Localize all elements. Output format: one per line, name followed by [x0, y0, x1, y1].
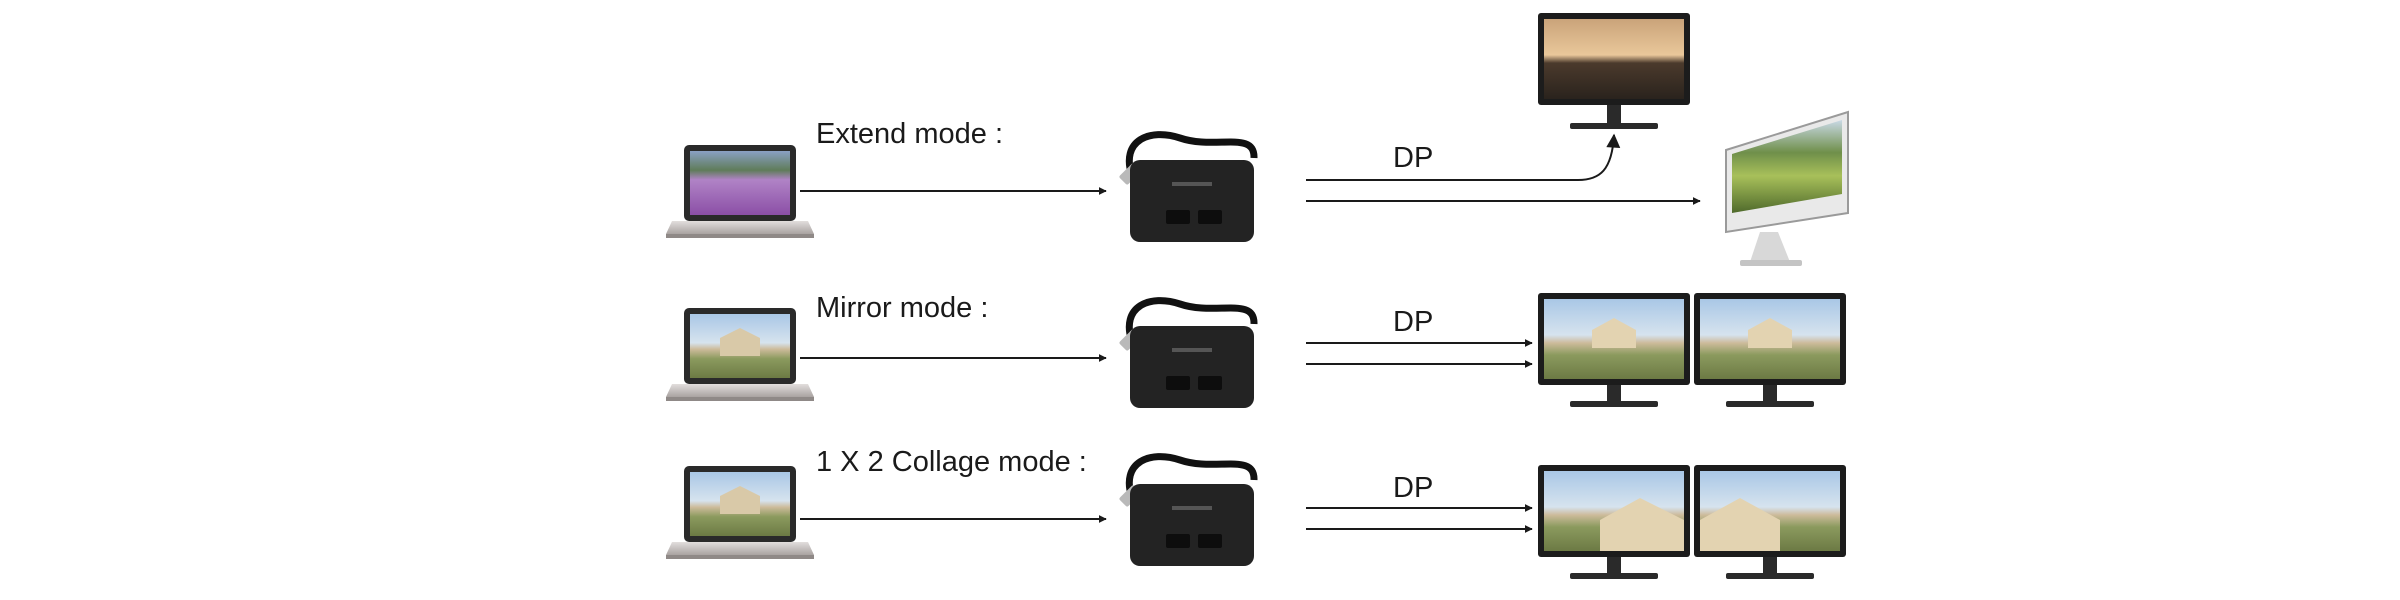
- monitor-mirror-left: [1538, 293, 1690, 407]
- dp-label-collage: DP: [1393, 472, 1434, 504]
- arrow-adapter-to-monitor-top: [1306, 133, 1621, 181]
- collage-mode-label: 1 X 2 Collage mode :: [816, 446, 1087, 478]
- monitor-collage-right: [1694, 465, 1846, 579]
- imac-extend: [1725, 110, 1849, 266]
- dp-label-extend: DP: [1393, 142, 1434, 174]
- adapter-extend: [1119, 131, 1258, 242]
- extend-mode-label: Extend mode :: [816, 118, 1003, 150]
- laptop-mirror: [666, 308, 814, 401]
- mirror-mode-label: Mirror mode :: [816, 292, 989, 324]
- monitor-mirror-right: [1694, 293, 1846, 407]
- laptop-extend: [666, 145, 814, 238]
- monitor-collage-left: [1538, 465, 1690, 579]
- monitor-extend-top: [1538, 13, 1690, 129]
- dp-label-mirror: DP: [1393, 306, 1434, 338]
- adapter-mirror: [1119, 297, 1258, 408]
- adapter-collage: [1119, 453, 1258, 566]
- laptop-collage: [666, 466, 814, 559]
